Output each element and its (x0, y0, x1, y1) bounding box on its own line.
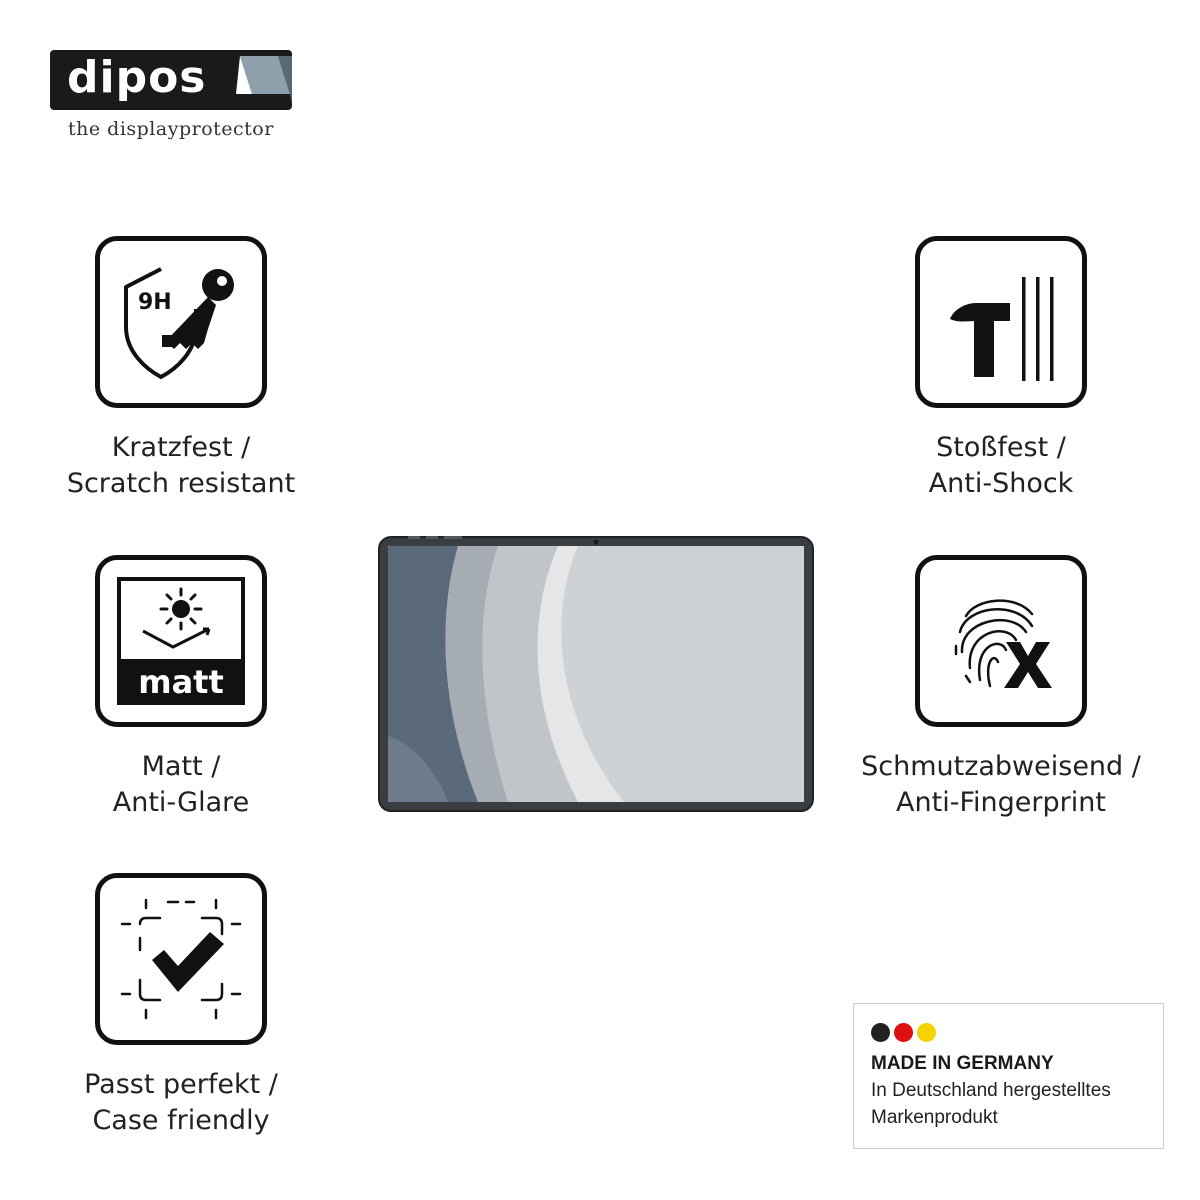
hardness-label: 9H (138, 290, 172, 315)
flag-dot-black (871, 1023, 890, 1042)
logo-tagline: the displayprotector (68, 118, 274, 140)
tablet-product-image (378, 536, 814, 812)
feature-icon-frame (95, 873, 267, 1045)
feature-label-de: Matt / (141, 751, 221, 782)
feature-anti-shock: Stoßfest / Anti-Shock (841, 236, 1161, 502)
matt-anti-glare-icon: matt (117, 577, 245, 705)
flag-dot-gold (917, 1023, 936, 1042)
matt-label: matt (138, 663, 224, 701)
case-friendly-check-icon (120, 898, 242, 1020)
anti-shock-hammer-icon (950, 277, 1054, 381)
feature-anti-glare: matt Matt / Anti-Glare (21, 555, 341, 821)
feature-label-de: Schmutzabweisend / (861, 751, 1141, 782)
logo-badge: dipos (50, 50, 292, 110)
badge-text-line-1: In Deutschland hergestelltes (871, 1080, 1111, 1101)
feature-label-de: Kratzfest / (111, 432, 251, 463)
flag-dot-red (894, 1023, 913, 1042)
feature-label: Kratzfest / Scratch resistant (21, 430, 341, 502)
feature-label-en: Anti-Shock (928, 468, 1074, 499)
peel-corner-icon (236, 56, 292, 104)
feature-label-de: Passt perfekt / (84, 1069, 278, 1100)
feature-scratch-resistant: 9H Kratzfest / Scratch resistant (21, 236, 341, 502)
feature-case-friendly: Passt perfekt / Case friendly (21, 873, 341, 1139)
feature-label: Schmutzabweisend / Anti-Fingerprint (841, 749, 1161, 821)
feature-icon-frame: matt (95, 555, 267, 727)
scratch-resistant-9h-icon: 9H (124, 267, 234, 379)
brand-logo: dipos the displayprotector (50, 50, 295, 145)
feature-icon-frame (915, 555, 1087, 727)
anti-fingerprint-icon (954, 599, 1052, 688)
feature-label: Passt perfekt / Case friendly (21, 1067, 341, 1139)
feature-label-en: Anti-Fingerprint (896, 787, 1106, 818)
feature-label: Matt / Anti-Glare (21, 749, 341, 821)
feature-label-en: Anti-Glare (112, 787, 250, 818)
feature-label-de: Stoßfest / (936, 432, 1066, 463)
feature-label-en: Case friendly (92, 1105, 270, 1136)
badge-title: MADE IN GERMANY (871, 1053, 1054, 1074)
flag-dots (871, 1023, 936, 1042)
feature-icon-frame (915, 236, 1087, 408)
feature-label-en: Scratch resistant (66, 468, 296, 499)
feature-label: Stoßfest / Anti-Shock (841, 430, 1161, 502)
feature-anti-fingerprint: Schmutzabweisend / Anti-Fingerprint (841, 555, 1161, 821)
made-in-germany-badge: MADE IN GERMANY In Deutschland hergestel… (853, 1003, 1164, 1149)
feature-icon-frame: 9H (95, 236, 267, 408)
logo-wordmark: dipos (67, 52, 207, 103)
badge-text-line-2: Markenprodukt (871, 1107, 998, 1128)
